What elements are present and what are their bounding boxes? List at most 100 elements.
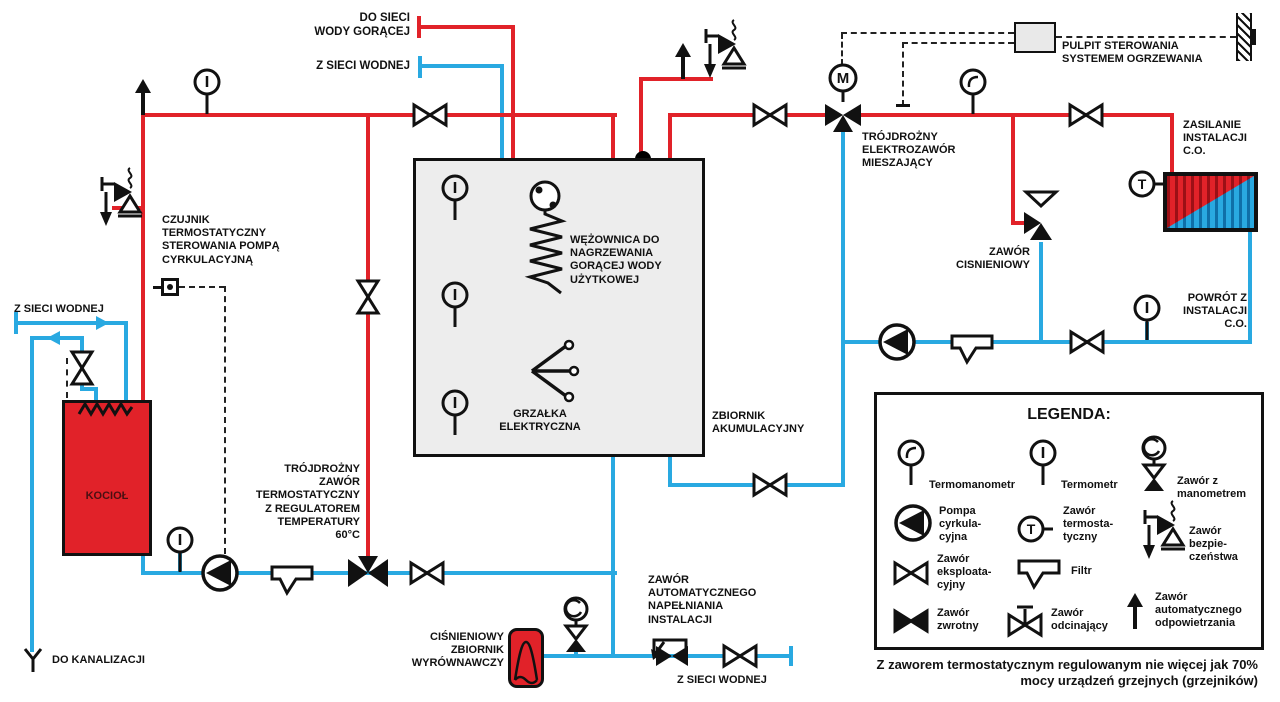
valve-icon [752,472,788,498]
label-do-sieci-wody-goracej: DO SIECI WODY GORĄCEJ [314,12,410,38]
pipe-cold-city-top [420,64,504,68]
thermometer-icon [441,174,469,220]
flow-arrow-left-icon [47,331,60,345]
safety-valve-icon [100,167,143,226]
thermometer-icon [441,281,469,327]
valve-icon [1068,102,1104,128]
boiler-body [62,400,152,556]
pipe-cold-tank-left-drop [611,404,615,658]
check-valve-icon [893,608,929,634]
legend-note: Z zaworem termostatycznym regulowanym ni… [876,657,1258,688]
pipe-cold-return-main [841,340,1252,344]
legend-label-zawor-odcinajacy: Zawór odcinający [1051,607,1108,633]
air-vent-arrow-icon [135,79,151,115]
dash-sensor-v [224,286,226,554]
pipe-hot-supply-riser [668,113,672,195]
valve-icon [893,560,929,586]
pipe-hot-supply-h2 [858,113,1174,117]
thermometer-icon [166,526,194,572]
dash-pipesensor-h [902,42,1014,44]
pipe-cold-drainvalve-jog [80,387,98,391]
legend-label-zawor-eksploatacyjny: Zawór eksploata- cyjny [937,553,992,592]
pipe-cold-drainvalve-top [80,336,84,354]
pipe-cold-fill-end-tick [789,646,793,666]
accumulation-tank [413,158,705,457]
pipe-cold-to-coil [500,64,504,205]
boiler-heat-exchanger-zigzag [77,401,134,417]
pipe-cold-boiler-fill [124,321,128,402]
valve-icon [722,643,758,669]
legend-title: LEGENDA: [1027,406,1111,423]
dhw-coil-icon [524,180,567,295]
pipe-hot-pressure-branch-h [1011,221,1035,225]
pipe-cold-boiler-out [141,554,145,575]
air-vent-arrow-icon [1127,593,1143,629]
pipesensor-tick [896,104,910,107]
legend-label-zawor-termostatyczny: Zawór termosta- tyczny [1063,505,1114,544]
thermomanometer-icon [959,68,987,114]
pipe-hot-dhw-v [511,25,515,190]
label-do-kanalizacji: DO KANALIZACJI [52,654,145,666]
thermostatic-valve-icon: T [1128,170,1164,198]
filter-icon [1017,559,1061,591]
valve-icon [409,560,445,586]
label-trojdrozny-zawor-term: TRÓJDROŻNY ZAWÓR TERMOSTATYCZNY Z REGULA… [255,463,360,541]
dash-mixvalve-v [841,33,843,65]
label-z-sieci-wodnej-left: Z SIECI WODNEJ [14,303,104,315]
label-zawor-auto-napelniania: ZAWÓR AUTOMATYCZNEGO NAPEŁNIANIA INSTALA… [648,574,757,626]
legend-label-filtr: Filtr [1071,565,1092,577]
pipe-hot-main-top [141,113,617,117]
air-vent-arrow-icon [675,43,691,79]
thermometer-icon [1133,294,1161,340]
label-z-sieci-wodnej-bottom: Z SIECI WODNEJ [677,674,767,686]
valve-icon [752,102,788,128]
label-powrot: POWRÓT Z INSTALACJI C.O. [1183,292,1247,331]
thermostatic-sensor-dot [167,284,173,290]
pipe-cold-mix-riser [841,131,845,487]
safety-valve-icon [704,19,747,78]
dash-panel-wall [1056,36,1236,38]
expansion-vessel [508,628,544,688]
wall-plug [1250,29,1256,45]
circulation-pump-icon [878,323,916,361]
three-way-mixing-valve-icon: M [825,63,861,132]
safety-valve-icon [1143,500,1186,559]
pipe-hot-radiator-drop [1170,113,1174,174]
three-way-thermostatic-valve-icon [348,556,388,587]
legend-label-zawor-zwrotny: Zawór zwrotny [937,607,979,633]
radiator [1163,172,1258,232]
thermomanometer-icon [897,439,925,485]
thermo-letter: T [1027,521,1036,537]
valve-with-manometer-icon [562,596,590,652]
label-zbiornik-akumulacyjny: ZBIORNIK AKUMULACYJNY [712,410,805,436]
pipe-cold-left-top [16,321,128,325]
pipe-hot-tank-inlet-drop [611,113,615,195]
legend-label-zawor-z-manometrem: Zawór z manometrem [1177,475,1247,501]
thermometer-icon [1029,439,1057,485]
pipe-cold-radiator-drop [1248,230,1252,344]
legend-box: LEGENDA: Termomanometr Termometr Zawór z… [874,392,1264,650]
pressure-valve-icon [1022,190,1060,240]
valve-icon [69,350,95,386]
pipe-hot-boiler-riser [141,113,145,402]
flow-arrow-right-icon [96,316,109,330]
valve-icon [1069,329,1105,355]
sensor-tick [153,286,161,289]
dash-pipesensor-v [902,42,904,106]
valve-with-manometer-icon [1140,435,1168,491]
thermometer-icon [441,389,469,435]
legend-label-zawor-odpowietrzania: Zawór automatycznego odpowietrzania [1155,591,1242,630]
electric-heater-icon [530,339,580,403]
legend-label-termomanometr: Termomanometr [929,479,1015,491]
label-czujnik: CZUJNIK TERMOSTATYCZNY STEROWANIA POMPĄ … [162,214,280,266]
circulation-pump-icon [894,504,932,542]
pipe-hot-tank-vent-v [639,77,643,160]
thermostatic-valve-icon: T [1017,515,1053,543]
control-panel-box [1014,22,1056,53]
label-wezownica: WĘŻOWNICA DO NAGRZEWANIA GORĄCEJ WODY UŻ… [570,234,662,286]
dash-sensor-h [179,286,225,288]
dash-mixvalve-h [841,32,1014,34]
label-zawor-cisnieniowy: ZAWÓR CISNIENIOWY [956,246,1030,272]
legend-label-pompa: Pompa cyrkula- cyjna [939,505,982,544]
valve-icon [355,279,381,315]
